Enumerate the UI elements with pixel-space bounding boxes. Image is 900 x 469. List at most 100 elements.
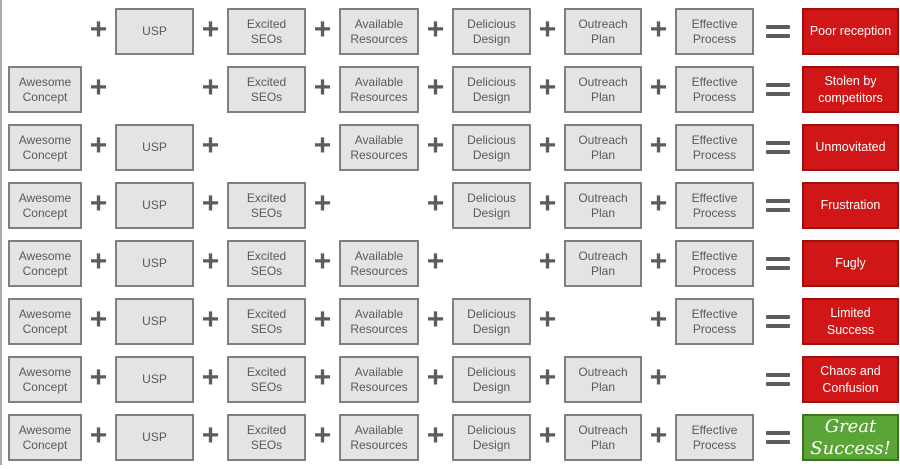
plus-operator: +: [649, 129, 668, 162]
plus-operator: +: [201, 187, 220, 220]
plus-operator: +: [538, 245, 557, 278]
empty-slot-excited-seos: [227, 124, 306, 171]
empty-slot-available-resources: [339, 182, 419, 229]
result-box-chaos-and-confusion: Chaos and Confusion: [802, 356, 899, 403]
concept-box-effective-process: Effective Process: [675, 66, 754, 113]
concept-box-awesome-concept: Awesome Concept: [8, 124, 82, 171]
concept-box-outreach-plan: Outreach Plan: [564, 240, 642, 287]
plus-operator: +: [649, 245, 668, 278]
concept-box-excited-seos: Excited SEOs: [227, 298, 306, 345]
plus-operator: +: [313, 129, 332, 162]
plus-operator: +: [649, 13, 668, 46]
concept-box-available-resources: Available Resources: [339, 414, 419, 461]
concept-box-excited-seos: Excited SEOs: [227, 8, 306, 55]
concept-box-usp: USP: [115, 8, 194, 55]
concept-box-delicious-design: Delicious Design: [452, 182, 531, 229]
equals-bar: [766, 324, 790, 328]
plus-operator: +: [426, 129, 445, 162]
concept-box-available-resources: Available Resources: [339, 66, 419, 113]
equals-operator: [754, 66, 802, 113]
concept-box-usp: USP: [115, 298, 194, 345]
plus-operator: +: [201, 245, 220, 278]
plus-operator: +: [313, 187, 332, 220]
concept-box-delicious-design: Delicious Design: [452, 8, 531, 55]
plus-operator: +: [201, 71, 220, 104]
plus-operator: +: [538, 129, 557, 162]
plus-operator: +: [649, 303, 668, 336]
concept-box-usp: USP: [115, 240, 194, 287]
concept-box-outreach-plan: Outreach Plan: [564, 8, 642, 55]
plus-operator: +: [201, 419, 220, 452]
equals-bar: [766, 199, 790, 203]
plus-operator: +: [89, 361, 108, 394]
equals-bar: [766, 257, 790, 261]
equals-bar: [766, 431, 790, 435]
plus-operator: +: [426, 419, 445, 452]
concept-box-outreach-plan: Outreach Plan: [564, 182, 642, 229]
plus-operator: +: [649, 419, 668, 452]
concept-box-usp: USP: [115, 124, 194, 171]
concept-box-effective-process: Effective Process: [675, 8, 754, 55]
equals-bar: [766, 382, 790, 386]
equals-operator: [754, 298, 802, 345]
plus-operator: +: [201, 303, 220, 336]
equals-operator: [754, 124, 802, 171]
concept-box-effective-process: Effective Process: [675, 298, 754, 345]
plus-operator: +: [313, 13, 332, 46]
concept-box-delicious-design: Delicious Design: [452, 298, 531, 345]
result-box-great-success: Great Success!: [802, 414, 899, 461]
plus-operator: +: [201, 13, 220, 46]
equals-bar: [766, 150, 790, 154]
plus-operator: +: [426, 361, 445, 394]
concept-box-awesome-concept: Awesome Concept: [8, 240, 82, 287]
result-box-fugly: Fugly: [802, 240, 899, 287]
concept-box-effective-process: Effective Process: [675, 124, 754, 171]
result-box-limited-success: Limited Success: [802, 298, 899, 345]
equals-bar: [766, 315, 790, 319]
plus-operator: +: [89, 129, 108, 162]
plus-operator: +: [89, 303, 108, 336]
concept-box-excited-seos: Excited SEOs: [227, 182, 306, 229]
concept-box-usp: USP: [115, 182, 194, 229]
empty-slot-awesome-concept: [8, 8, 82, 55]
equals-bar: [766, 208, 790, 212]
concept-box-awesome-concept: Awesome Concept: [8, 182, 82, 229]
result-box-unmovitated: Unmovitated: [802, 124, 899, 171]
plus-operator: +: [89, 71, 108, 104]
plus-operator: +: [201, 129, 220, 162]
equals-bar: [766, 92, 790, 96]
result-box-frustration: Frustration: [802, 182, 899, 229]
concept-box-awesome-concept: Awesome Concept: [8, 298, 82, 345]
concept-box-delicious-design: Delicious Design: [452, 66, 531, 113]
concept-box-available-resources: Available Resources: [339, 298, 419, 345]
concept-box-effective-process: Effective Process: [675, 240, 754, 287]
plus-operator: +: [313, 245, 332, 278]
plus-operator: +: [89, 245, 108, 278]
equals-bar: [766, 34, 790, 38]
plus-operator: +: [649, 187, 668, 220]
concept-box-delicious-design: Delicious Design: [452, 414, 531, 461]
plus-operator: +: [313, 71, 332, 104]
concept-box-awesome-concept: Awesome Concept: [8, 356, 82, 403]
concept-box-effective-process: Effective Process: [675, 182, 754, 229]
empty-slot-usp: [115, 66, 194, 113]
plus-operator: +: [426, 245, 445, 278]
concept-box-usp: USP: [115, 356, 194, 403]
plus-operator: +: [89, 419, 108, 452]
plus-operator: +: [538, 187, 557, 220]
concept-box-excited-seos: Excited SEOs: [227, 414, 306, 461]
equals-operator: [754, 414, 802, 461]
equals-bar: [766, 373, 790, 377]
concept-box-excited-seos: Excited SEOs: [227, 66, 306, 113]
plus-operator: +: [538, 303, 557, 336]
equals-operator: [754, 182, 802, 229]
concept-box-outreach-plan: Outreach Plan: [564, 124, 642, 171]
plus-operator: +: [649, 71, 668, 104]
plus-operator: +: [89, 187, 108, 220]
empty-slot-delicious-design: [452, 240, 531, 287]
empty-slot-effective-process: [675, 356, 754, 403]
plus-operator: +: [89, 13, 108, 46]
plus-operator: +: [426, 303, 445, 336]
plus-operator: +: [426, 13, 445, 46]
